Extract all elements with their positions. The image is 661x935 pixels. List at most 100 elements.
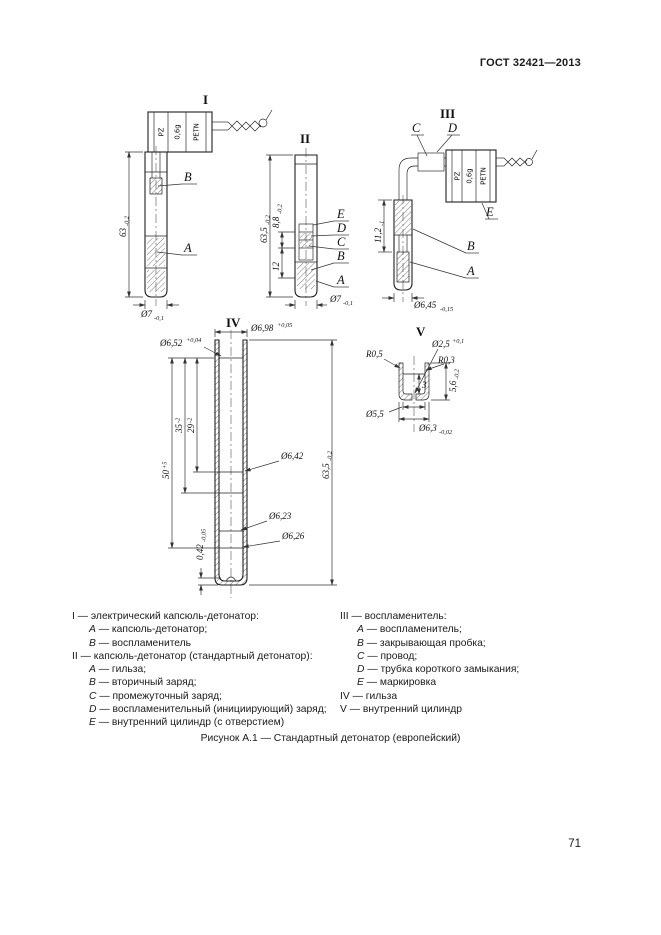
legend-item: IV — гильза (340, 690, 398, 702)
legend-column-right: III — воспламенитель: A — воспламенитель… (340, 610, 519, 716)
svg-text:-0,2: -0,2 (327, 450, 334, 461)
legend-item: B — воспламенитель (89, 637, 192, 649)
dim-upper: 8,8 -0,2 (271, 203, 284, 228)
dim-dia-value: Ø7 (329, 294, 341, 304)
dim-dia-top-tol: +0,05 (277, 322, 292, 329)
part-label-b: B (337, 249, 345, 263)
dim-depth-29: 29 -2 (186, 417, 196, 433)
svg-text:35: 35 (174, 424, 184, 435)
svg-text:29: 29 (186, 424, 196, 434)
tag-text-pz: PZ (158, 127, 166, 136)
svg-text:-0,2: -0,2 (277, 203, 284, 214)
drawing-iv-geometry (168, 329, 337, 598)
part-label-a: A (336, 273, 345, 287)
legend-item: A — капсюль-детонатор; (89, 624, 208, 636)
drawing-ii-geometry (266, 148, 349, 309)
legend-item: C — провод; (357, 650, 418, 662)
svg-text:63,5: 63,5 (321, 463, 331, 479)
svg-text:11,2: 11,2 (373, 227, 383, 243)
drawing-ii: II (259, 131, 353, 309)
dim-head: 11,2 -1 (373, 221, 386, 243)
dim-dia-outer-tol: -0,02 (439, 429, 453, 436)
dim-dia-value: Ø6,45 (413, 300, 437, 310)
dim-length: 63 -0,2 (118, 215, 131, 237)
dim-dia-value: Ø7 (140, 309, 152, 319)
part-label-d: D (336, 221, 346, 235)
legend-item: V — внутренний цилиндр (340, 704, 462, 716)
drawing-i-label: I (203, 92, 208, 107)
dim-dia-623: Ø6,23 (268, 511, 292, 521)
dim-dia-inner-top-tol: +0,04 (186, 337, 201, 344)
part-label-b: B (467, 239, 475, 253)
svg-text:0,42: 0,42 (195, 544, 205, 560)
legend-item: II — капсюль-детонатор (стандартный дето… (72, 650, 313, 662)
tag-text-weight: 0,6g (466, 168, 474, 183)
dim-dia-tol: -0,1 (154, 315, 164, 322)
svg-text:63,5: 63,5 (259, 227, 269, 243)
part-label-c: C (337, 235, 346, 249)
part-label-c: C (412, 121, 421, 135)
svg-text:5,6: 5,6 (448, 380, 458, 392)
figure-caption: Рисунок А.1 — Стандартный детонатор (евр… (200, 733, 461, 744)
dim-dia-642: Ø6,42 (280, 451, 304, 461)
legend-item: C — промежуточный заряд; (89, 690, 223, 702)
svg-text:-0,2: -0,2 (265, 214, 272, 225)
legend-item: I — электрический капсюль-детонатор: (72, 611, 259, 622)
dim-hole-value: Ø2,5 (431, 339, 450, 349)
dim-length: 63,5 -0,2 (321, 450, 334, 479)
svg-text:-0,2: -0,2 (124, 215, 131, 226)
legend-item: B — вторичный заряд; (89, 677, 197, 689)
part-label-b: B (184, 170, 192, 184)
svg-text:12: 12 (271, 262, 281, 272)
drawing-iv-label: IV (226, 315, 241, 330)
legend-item: B — закрывающая пробка; (357, 637, 486, 649)
drawing-iii: III (373, 106, 538, 313)
drawing-v: V (365, 324, 464, 436)
tag-text-petn: PETN (480, 167, 488, 185)
svg-text:-1: -1 (379, 221, 386, 226)
dim-hole-tol: +0,1 (452, 338, 464, 345)
tag-text-petn: PETN (193, 123, 201, 141)
dim-dia-inner-top-value: Ø6,52 (159, 338, 183, 348)
drawing-v-geometry (383, 348, 450, 432)
dim-dia-tol: -0,1 (343, 300, 353, 307)
legend-item: E — внутренний цилиндр (с отверстием) (89, 717, 285, 729)
dim-depth: 3 (421, 380, 427, 390)
legend-item: D — воспламенительный (инициирующий) зар… (89, 704, 327, 716)
drawing-iii-label: III (440, 106, 455, 121)
dim-dia-inner: Ø5,5 (365, 409, 384, 419)
svg-text:-0,05: -0,05 (201, 529, 208, 542)
figure-a1-drawings: I (118, 92, 538, 598)
dim-length: 63,5 -0,2 (259, 214, 272, 243)
page-number: 71 (568, 838, 581, 850)
svg-text:-2: -2 (187, 417, 194, 423)
dim-dia-tol: -0,15 (440, 306, 453, 313)
legend-item: A — гильза; (89, 664, 147, 676)
dim-dia-top-value: Ø6,98 (250, 323, 274, 333)
legend-item: III — воспламенитель: (340, 611, 447, 622)
part-label-a: A (183, 241, 192, 255)
drawing-ii-label: II (300, 131, 310, 146)
part-label-e: E (485, 205, 494, 219)
legend-item: E — маркировка (357, 677, 437, 689)
legend-item: A — воспламенитель; (357, 624, 462, 636)
dim-dia-outer-value: Ø6,3 (418, 423, 437, 433)
drawing-i-geometry (125, 109, 273, 309)
dim-dia-626: Ø6,26 (281, 531, 305, 541)
svg-text:-2: -2 (175, 417, 182, 423)
drawing-v-label: V (416, 324, 426, 339)
dim-r-inner: R0,3 (437, 355, 455, 365)
dim-r-outer: R0,5 (365, 349, 383, 359)
svg-text:+5: +5 (162, 462, 169, 469)
legend-column-left: I — электрический капсюль-детонатор: A —… (72, 610, 327, 730)
dim-height: 5,6 -0,2 (448, 368, 461, 392)
drawing-iv: IV (159, 315, 337, 598)
document-header: ГОСТ 32421—2013 (479, 57, 581, 69)
drawing-i: I (118, 92, 273, 322)
dim-lower: 12 (271, 262, 281, 272)
svg-text:8,8: 8,8 (271, 216, 281, 228)
dim-depth-50: 50 +5 (161, 462, 171, 479)
svg-text:50: 50 (161, 470, 171, 480)
svg-text:-0,2: -0,2 (454, 368, 461, 379)
